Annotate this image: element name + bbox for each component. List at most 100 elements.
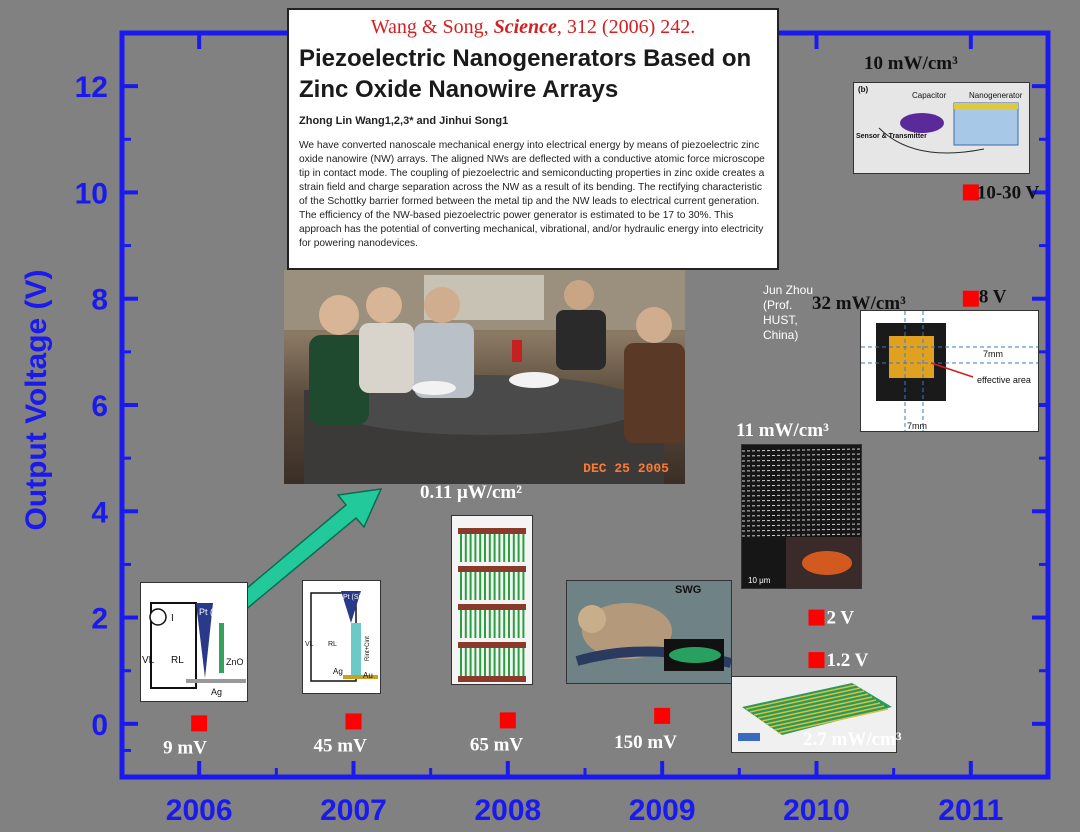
y-tick-label: 2: [91, 603, 108, 636]
paper-clipping: Wang & Song, Science, 312 (2006) 242. Pi…: [287, 8, 779, 270]
stack-nanowire: [503, 610, 506, 638]
x-tick-label: 2008: [474, 794, 541, 827]
stack-nanowire: [464, 534, 467, 562]
stack-nanowire: [479, 648, 482, 676]
stack-nanowire: [508, 610, 510, 638]
array-electrode: [773, 705, 885, 731]
annotation-power-2008: 0.11 μW/cm²: [420, 482, 522, 503]
annotation-power-2011b: 10 mW/cm³: [864, 53, 958, 74]
diagram-rl-label: RL: [328, 641, 337, 648]
y-tick-label: 0: [91, 709, 108, 742]
photo-illustration: [284, 270, 685, 484]
y-tick-label: 12: [75, 71, 108, 104]
array-electrode: [769, 702, 881, 728]
annotation-power-2010b: 2.7 mW/cm³: [803, 729, 902, 750]
image-2011-system: (b) Capacitor Nanogenerator Sensor & Tra…: [853, 82, 1030, 174]
stack-nanowire: [498, 610, 501, 638]
nanogenerator-label: Nanogenerator: [969, 91, 1023, 100]
stack-nanowire: [508, 648, 510, 676]
data-point-marker: [654, 707, 671, 724]
stack-nanowire: [522, 534, 525, 562]
stack-nanowire: [522, 648, 525, 676]
photo-date-stamp: DEC 25 2005: [583, 461, 669, 476]
x-tick-label: 2007: [320, 794, 387, 827]
panel-label: (b): [858, 85, 869, 94]
citation-details: , 312 (2006) 242.: [556, 16, 696, 38]
y-axis-label: Output Voltage (V): [20, 269, 53, 530]
data-point-label: 8 V: [979, 287, 1007, 308]
diagram-2008: [451, 515, 533, 685]
diagram-tip-label: Pt (Si): [343, 594, 362, 601]
data-point-marker: [962, 184, 979, 201]
paper-authors: Zhong Lin Wang1,2,3* and Jinhui Song1: [299, 115, 509, 127]
citation-journal: Science: [493, 16, 557, 38]
stack-nanowire: [512, 610, 515, 638]
stack-nanowire: [479, 534, 482, 562]
x-tick-label: 2006: [166, 794, 233, 827]
stack-nanowire: [512, 534, 515, 562]
stack-nanowire: [484, 648, 486, 676]
array-electrode: [765, 699, 877, 725]
image-2009: SWG: [566, 580, 732, 684]
stack-nanowire: [512, 648, 515, 676]
stack-nanowire: [517, 572, 520, 600]
sem-scale-label: 10 μm: [748, 576, 771, 585]
person-note: Jun Zhou (Prof. HUST, China): [763, 283, 814, 342]
stack-layer: [458, 676, 526, 682]
afm-circuit-diagram: Pt (Si) ZnO Ag I VL RL: [142, 602, 246, 697]
stack-nanowire: [488, 648, 491, 676]
data-point-label: 65 mV: [470, 734, 524, 755]
data-point-marker: [962, 290, 979, 307]
stack-nanowire: [517, 534, 520, 562]
diagram-ag-label: Ag: [211, 687, 222, 697]
self-powered-system-diagram: (b) Capacitor Nanogenerator Sensor & Tra…: [854, 83, 1029, 173]
stack-nanowire: [493, 648, 496, 676]
diagram-au-label: Au: [363, 671, 373, 680]
stack-nanowire: [517, 648, 520, 676]
data-point-label: 2 V: [827, 608, 855, 629]
layered-nanowire-stack: [458, 528, 526, 682]
stack-nanowire: [522, 572, 525, 600]
image-2011-device: 7mm effective area 7mm: [860, 310, 1039, 432]
y-tick-label: 6: [91, 390, 108, 423]
array-electrode: [777, 708, 889, 734]
data-point-marker: [808, 609, 825, 626]
dim-label-vertical: 7mm: [983, 349, 1003, 359]
stack-nanowire: [488, 610, 491, 638]
paper-abstract: We have converted nanoscale mechanical e…: [299, 140, 765, 249]
array-electrode: [749, 687, 861, 713]
data-point-label: 1.2 V: [827, 650, 869, 671]
effective-area-label: effective area: [977, 375, 1031, 385]
stack-nanowire: [464, 648, 467, 676]
stack-layer: [458, 528, 526, 534]
diagram-rint-label: Rint+Cint: [365, 636, 371, 661]
diagram-2007: Pt (Si) Ag Au VL RL Rint+Cint: [302, 580, 381, 694]
y-tick-label: 4: [91, 496, 108, 529]
stack-nanowire: [460, 572, 462, 600]
data-point-marker: [191, 715, 208, 732]
stack-nanowire: [484, 534, 486, 562]
circuit-diagram-2007: Pt (Si) Ag Au VL RL Rint+Cint: [305, 591, 378, 682]
stack-nanowire: [498, 648, 501, 676]
stack-nanowire: [469, 534, 472, 562]
stack-nanowire: [508, 534, 510, 562]
stack-nanowire: [493, 534, 496, 562]
data-point-label: 45 mV: [314, 735, 368, 756]
stack-nanowire: [493, 610, 496, 638]
paper-title: Piezoelectric Nanogenerators Based on Zi…: [299, 45, 752, 103]
stack-nanowire: [469, 610, 472, 638]
data-point-label: 10-30 V: [977, 182, 1040, 203]
stack-nanowire: [469, 648, 472, 676]
stack-nanowire: [469, 572, 472, 600]
array-inset: [738, 733, 760, 741]
diagram-zno-label: ZnO: [226, 657, 244, 667]
x-tick-label: 2009: [629, 794, 696, 827]
array-electrode: [757, 693, 869, 719]
data-point-marker: [499, 712, 516, 729]
stack-nanowire: [488, 534, 491, 562]
array-electrode: [745, 684, 857, 710]
arrow-icon: [226, 488, 383, 618]
diagram-ag-label: Ag: [333, 667, 343, 676]
capacitor-label: Capacitor: [912, 91, 947, 100]
